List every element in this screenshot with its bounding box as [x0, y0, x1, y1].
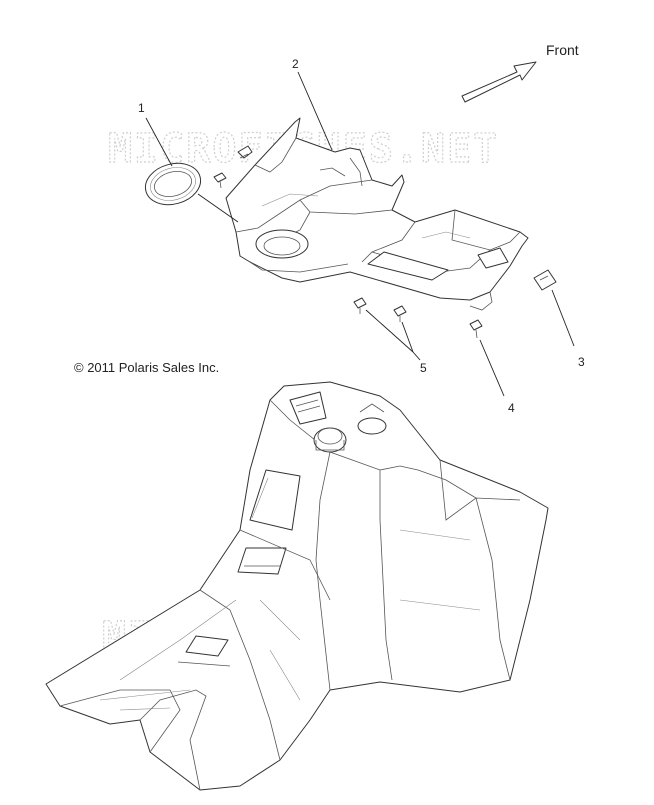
callout-4: 4	[508, 401, 515, 415]
console-cover-part	[225, 117, 529, 311]
callout-2: 2	[292, 57, 299, 71]
callout-1: 1	[138, 101, 145, 115]
callout-3: 3	[578, 355, 585, 369]
grommet-part	[144, 162, 202, 206]
callout-5: 5	[420, 361, 427, 375]
nut-clip-part	[533, 269, 557, 291]
leader-lines	[145, 71, 575, 397]
front-arrow-icon	[461, 61, 537, 103]
push-rivet-parts	[353, 297, 407, 322]
clip-part	[237, 145, 253, 159]
screw-part-small	[213, 172, 227, 189]
screw-part	[469, 319, 483, 339]
body-assembly	[45, 381, 549, 791]
front-label: Front	[546, 42, 579, 58]
copyright-text: © 2011 Polaris Sales Inc.	[74, 360, 220, 375]
